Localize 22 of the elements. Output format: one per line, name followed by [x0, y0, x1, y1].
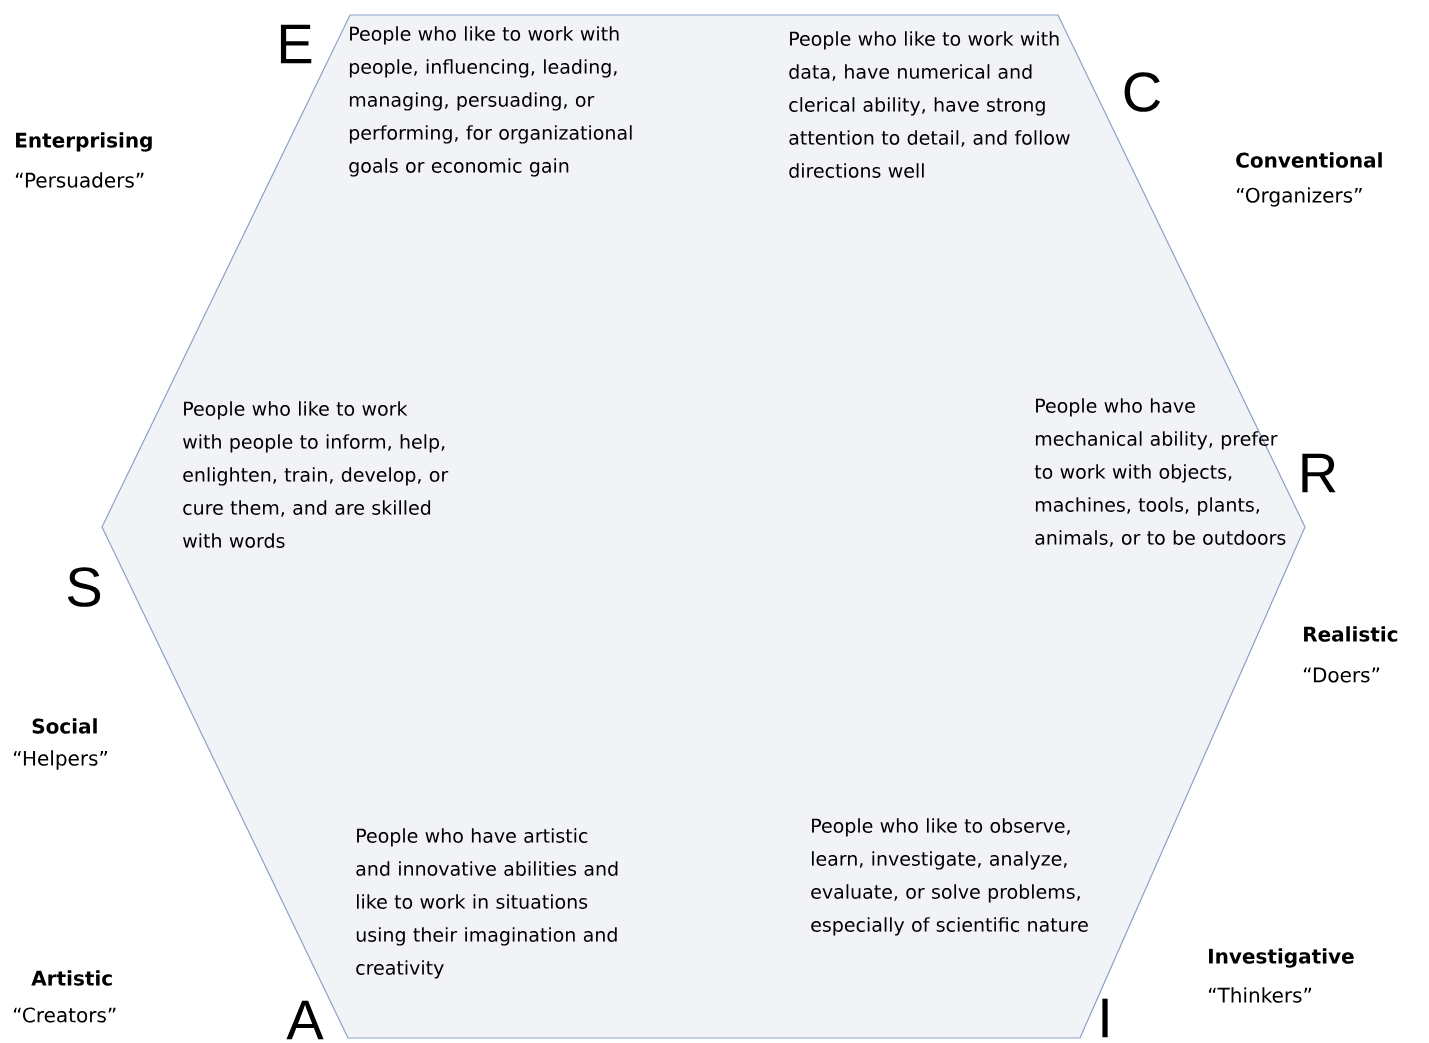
description-text: People who like to work with people, influencing, leading, managing, persuading, or performing, for organizational goals or economic gain	[349, 26, 632, 177]
nickname: “Persuaders”	[15, 172, 144, 188]
code-letter: E	[280, 24, 312, 64]
nickname: “Thinkers”	[1208, 987, 1312, 1003]
category-name: Conventional	[1236, 152, 1382, 168]
description-text: People who like to work with data, have numerical and clerical ability, have strong attention to detail, and follow directions well	[789, 31, 1070, 178]
nickname: “Doers”	[1303, 667, 1380, 683]
category-name: Investigative	[1209, 948, 1354, 968]
code-letter: I	[1102, 998, 1108, 1038]
category-name: Enterprising	[16, 132, 152, 152]
description-text: People who have artistic and innovative abilities and like to work in situations using their imagination and creativity	[356, 828, 618, 979]
description-text: People who like to observe, learn, investigate, analyze, evaluate, or solve problems, especially of scientific nature	[811, 818, 1088, 936]
code-letter: R	[1302, 453, 1336, 493]
description-text: People who like to work with people to inform, help, enlighten, train, develop, or cure them, and are skilled with words	[183, 401, 449, 548]
category-name: Artistic	[31, 970, 112, 986]
description-text: People who have mechanical ability, prefer to work with objects, machines, tools, plants, animals, or to be outdoors	[1034, 398, 1286, 547]
code-letter: A	[286, 1000, 324, 1040]
nickname: “Organizers”	[1236, 187, 1362, 207]
category-name: Realistic	[1304, 626, 1398, 642]
code-letter: C	[1124, 72, 1161, 112]
nickname: “Creators”	[13, 1007, 116, 1023]
nickname: “Helpers”	[13, 750, 108, 770]
